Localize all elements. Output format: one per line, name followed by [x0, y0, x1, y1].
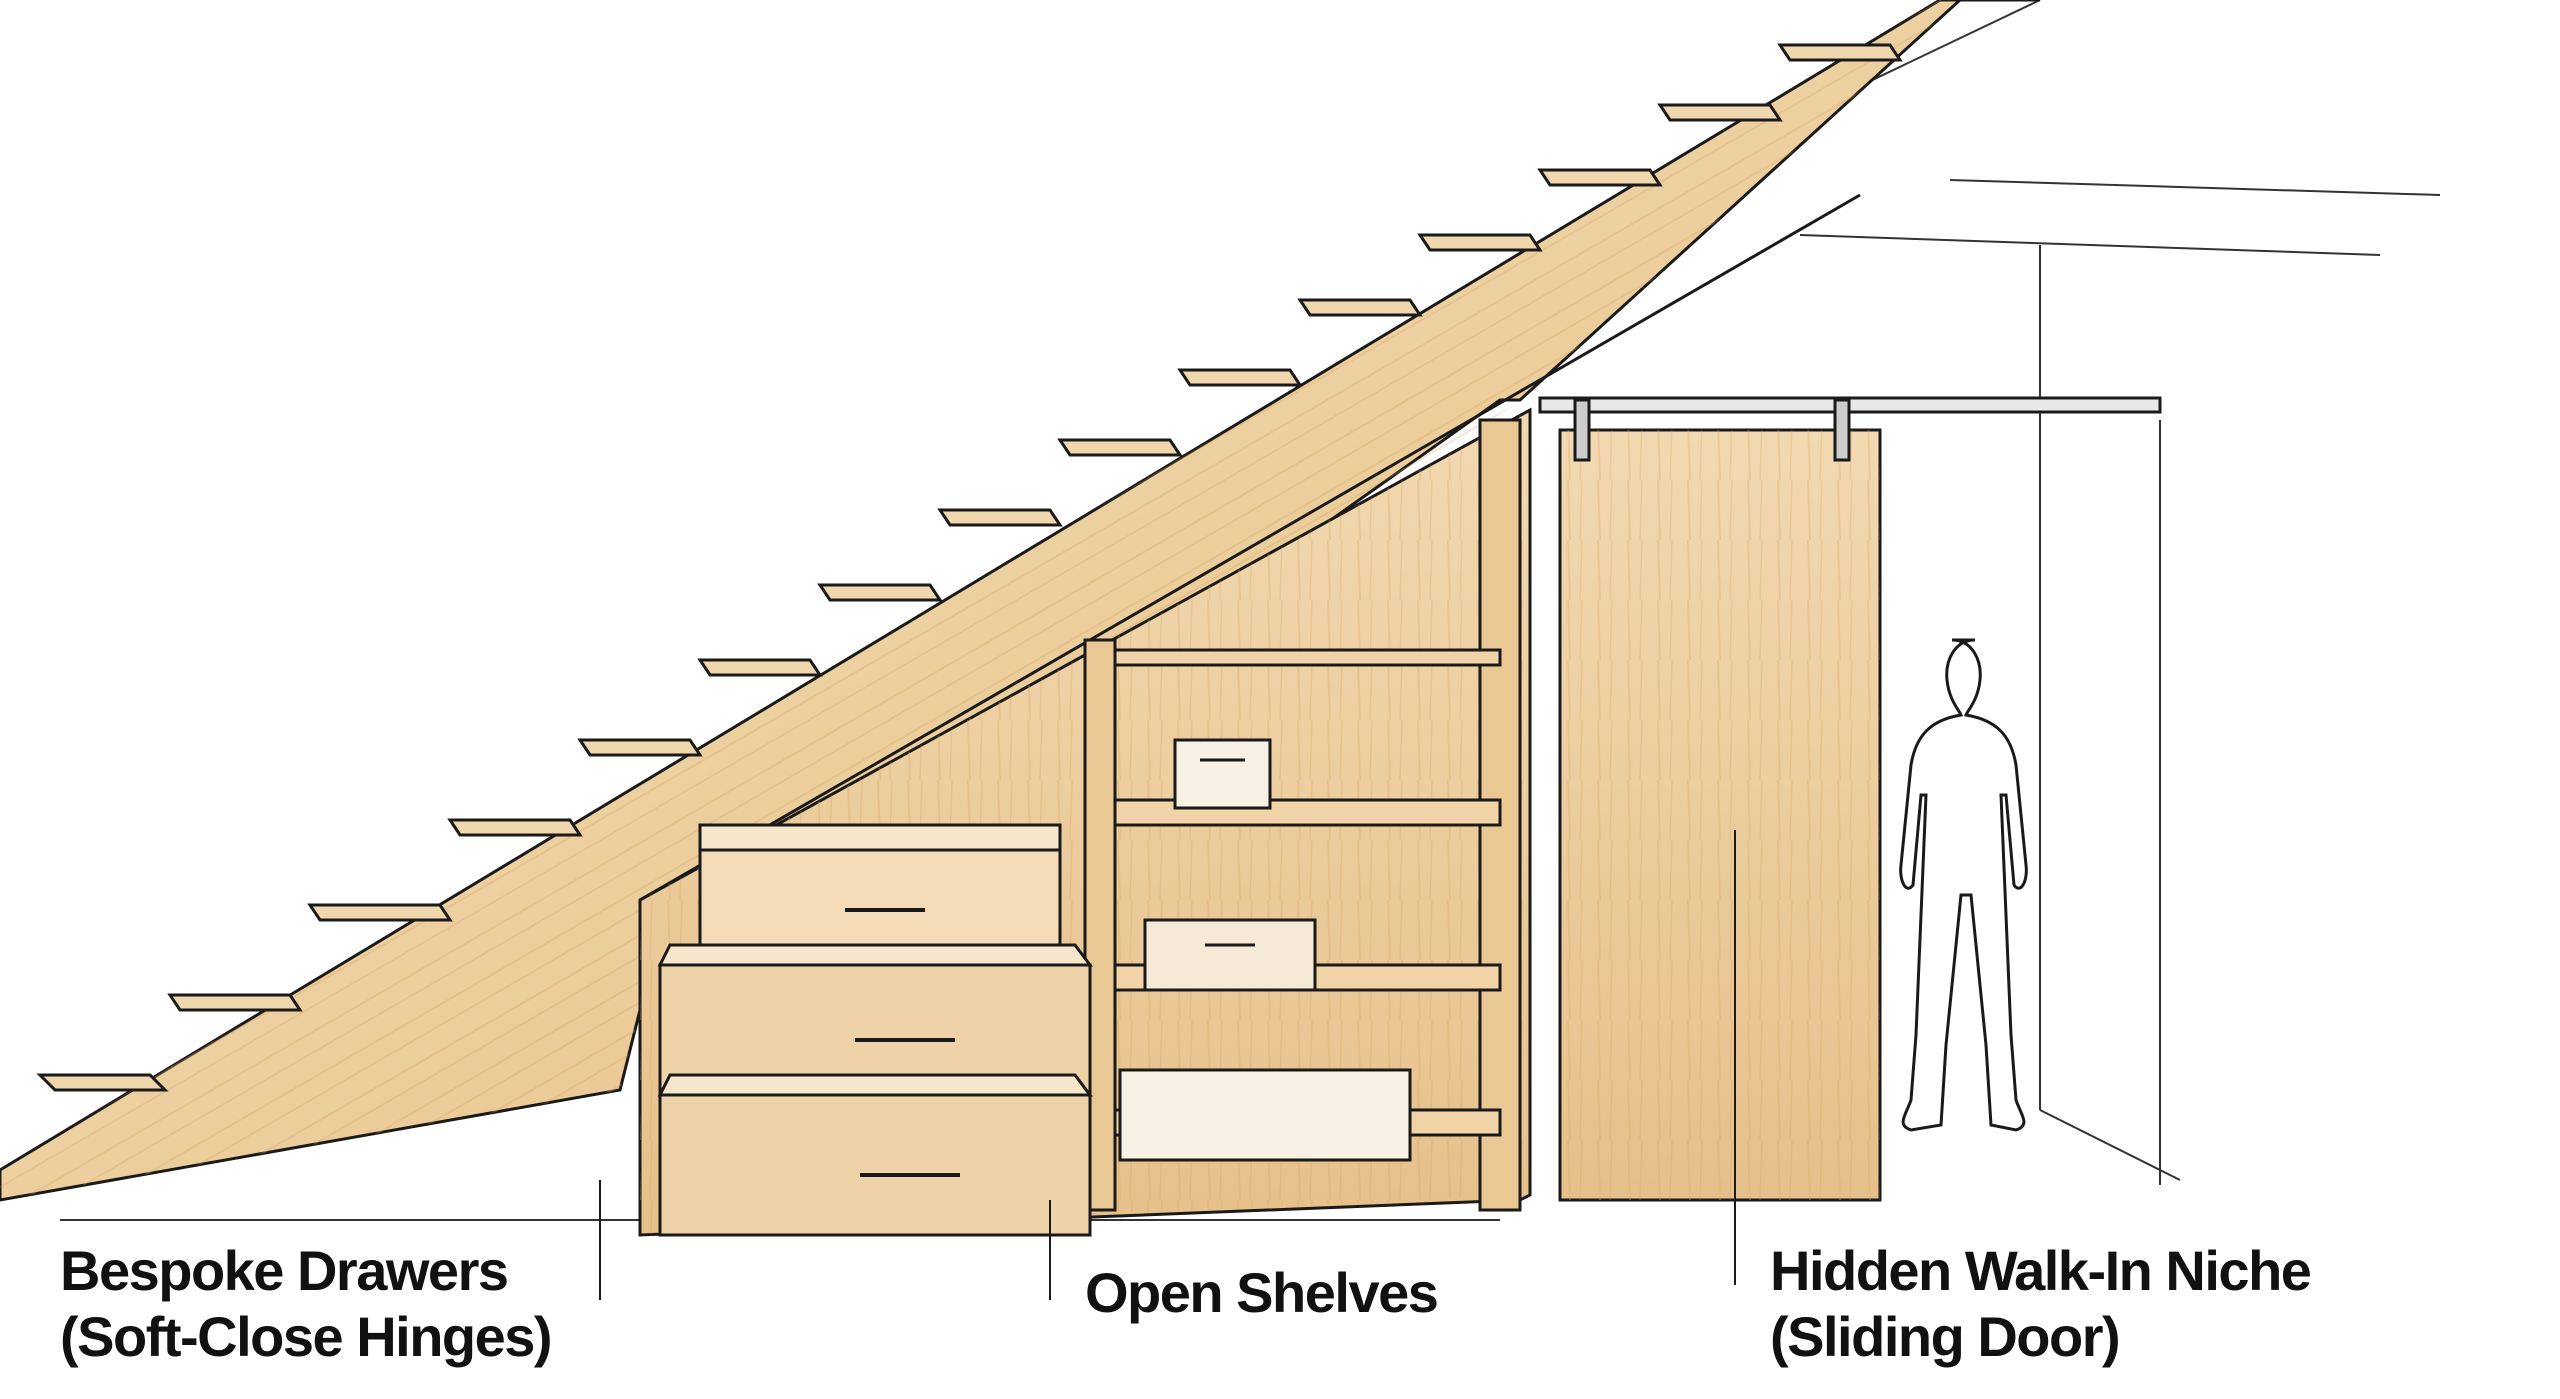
sliding-door-assembly: [1538, 396, 2162, 1202]
storage-box-bottom: [1118, 1068, 1412, 1162]
bespoke-drawers: [657, 823, 1093, 1237]
label-niche-line1: Hidden Walk-In Niche: [1770, 1239, 2312, 1302]
leader-lines: [599, 830, 1736, 1300]
shelf-divider: [1083, 638, 1117, 1212]
door-hanger-left: [1573, 398, 1591, 462]
label-shelves-line1: Open Shelves: [1085, 1261, 1439, 1324]
label-drawers-line2: (Soft-Close Hinges): [60, 1305, 553, 1368]
drawer-2: [658, 963, 1092, 1097]
label-drawers-line1: Bespoke Drawers: [60, 1239, 509, 1302]
door-hanger-right: [1833, 398, 1851, 462]
label-open-shelves: Open Shelves: [1085, 1260, 1439, 1326]
stair-underside: [639, 193, 1861, 902]
label-hidden-niche: Hidden Walk-In Niche (Sliding Door): [1770, 1238, 2312, 1370]
storage-box-middle: [1143, 918, 1317, 992]
storage-box-top: [1173, 738, 1272, 810]
stair-treads: [36, 43, 1903, 1092]
label-niche-line2: (Sliding Door): [1770, 1305, 2121, 1368]
stair-stringer-grain: [0, 0, 1960, 1200]
drawer-3: [658, 1093, 1092, 1237]
label-bespoke-drawers: Bespoke Drawers (Soft-Close Hinges): [60, 1238, 553, 1370]
storage-boxes: [1118, 738, 1412, 1162]
person-silhouette: [1899, 638, 2028, 1132]
